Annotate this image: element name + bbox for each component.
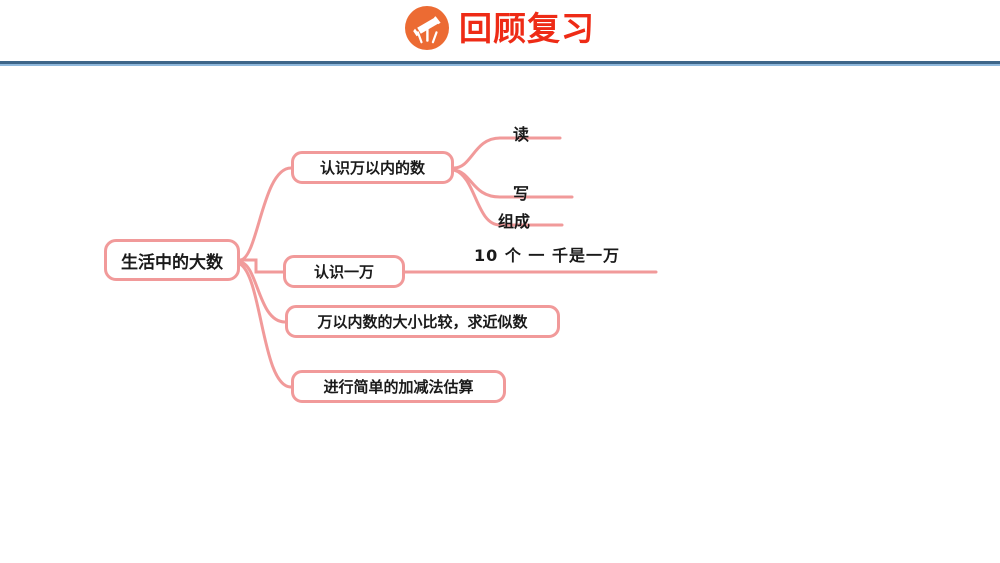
telescope-icon [405,6,449,50]
page-title: 回顾复习 [459,8,595,48]
mindmap-leaf-read[interactable]: 读 [513,125,530,144]
title-group: 回顾复习 [405,6,595,50]
mindmap-node-branch-3-label: 万以内数的大小比较，求近似数 [317,313,528,331]
header-divider-light [0,64,1000,66]
mindmap-node-root-label: 生活中的大数 [121,252,223,273]
mindmap-node-root[interactable]: 生活中的大数 [104,239,240,281]
mindmap-node-branch-3[interactable]: 万以内数的大小比较，求近似数 [285,305,560,338]
mindmap-leaf-ten-thousand[interactable]: 10 个 一 千是一万 [474,246,620,265]
mindmap-connectors [238,136,658,389]
mindmap-node-branch-1-label: 认识万以内的数 [319,159,425,177]
mindmap-node-branch-2-label: 认识一万 [313,263,374,281]
mindmap-node-branch-4-label: 进行简单的加减法估算 [323,378,474,396]
header-divider-dark [0,61,1000,64]
mindmap: 生活中的大数 认识万以内的数 认识一万 万以内数的大小比较，求近似数 进行简单的… [0,66,1000,563]
mindmap-leaf-compose[interactable]: 组成 [498,212,531,231]
mindmap-node-branch-2[interactable]: 认识一万 [283,255,405,288]
mindmap-leaf-write[interactable]: 写 [513,184,530,203]
mindmap-node-branch-1[interactable]: 认识万以内的数 [291,151,454,184]
mindmap-node-branch-4[interactable]: 进行简单的加减法估算 [291,370,506,403]
slide-header: 回顾复习 [0,0,1000,66]
